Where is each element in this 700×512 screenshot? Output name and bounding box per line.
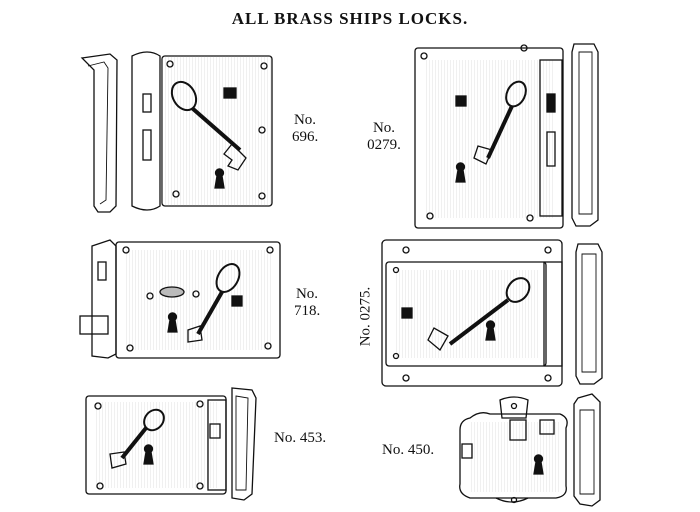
keyhole-696 [214, 168, 225, 189]
lock-0275-illustration [381, 239, 603, 387]
key-0279 [473, 80, 527, 165]
label-number: 0279. [367, 137, 401, 153]
lock-453-illustration [85, 387, 257, 501]
keyhole-0279 [455, 162, 466, 183]
key-453 [109, 408, 165, 469]
lock-696-illustration [80, 51, 273, 213]
keyhole-718 [167, 312, 178, 333]
label-prefix: No. [372, 120, 396, 136]
lock-450-illustration [459, 393, 601, 507]
case-0275 [385, 261, 547, 367]
keyhole-453 [143, 444, 154, 465]
case-450 [459, 412, 568, 499]
lock-718-illustration [79, 239, 281, 359]
page-title: ALL BRASS SHIPS LOCKS. [231, 9, 469, 28]
label-number: 696. [292, 129, 319, 145]
label-number: 718. [294, 303, 321, 319]
keyhole-450 [533, 454, 544, 475]
keyhole-0275 [485, 320, 496, 341]
label-number: 450. [407, 442, 435, 458]
keeper-450 [573, 393, 601, 507]
key-718 [187, 263, 241, 343]
label-number: 0275. [357, 286, 374, 321]
keeper-453 [231, 387, 257, 501]
forend-718 [91, 239, 117, 359]
case-0279 [414, 47, 564, 229]
key-696 [170, 80, 247, 171]
label-prefix: No. [295, 286, 319, 302]
label-prefix: No. [293, 112, 317, 128]
key-0275 [427, 277, 531, 351]
label-450: No. 450. [382, 442, 434, 459]
keeper-696 [80, 53, 118, 213]
label-prefix: No. [274, 430, 300, 446]
label-696: No. 696. [292, 112, 318, 146]
label-718: No. 718. [294, 286, 320, 320]
case-718 [115, 241, 281, 359]
label-0275: No. 0275. [358, 285, 375, 349]
label-prefix: No. [357, 320, 374, 347]
label-453: No. 453. [274, 430, 326, 447]
label-number: 453. [299, 430, 327, 446]
forend-696 [131, 51, 161, 211]
keeper-0279 [571, 43, 599, 227]
keeper-0275 [575, 243, 603, 385]
label-prefix: No. [382, 442, 408, 458]
label-0279: No. 0279. [366, 120, 402, 154]
lock-0279-illustration [414, 43, 599, 229]
